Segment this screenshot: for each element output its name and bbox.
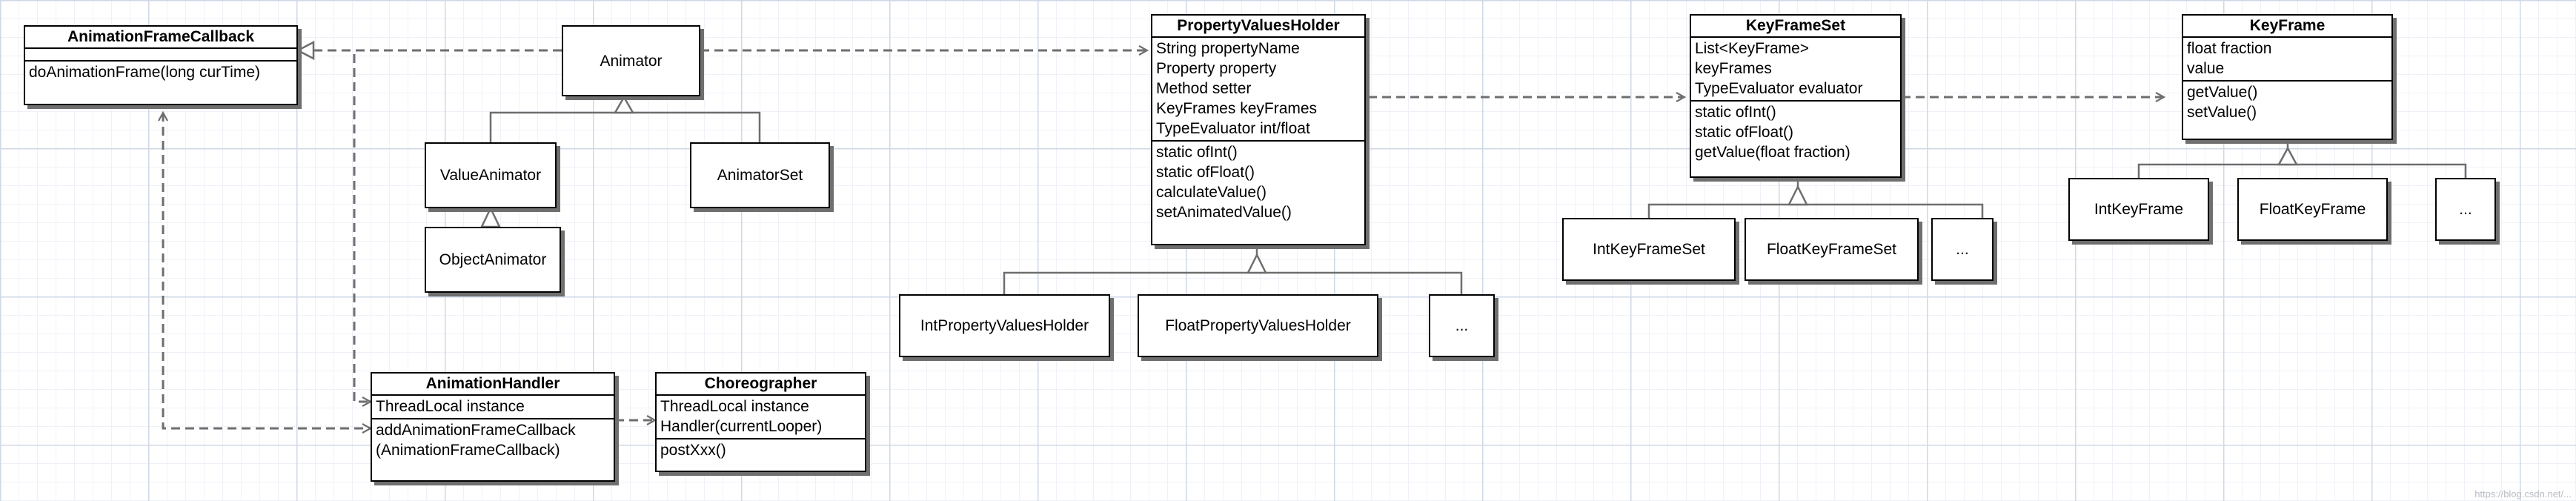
method-row: calculateValue() <box>1156 184 1267 201</box>
class-fields: List<KeyFrame> keyFrames TypeEvaluator e… <box>1691 38 1900 100</box>
class-animation-frame-callback[interactable]: AnimationFrameCallback doAnimationFrame(… <box>24 25 298 105</box>
method-row: getValue() <box>2187 84 2258 101</box>
watermark: https://blog.csdn.net/... <box>2474 488 2572 500</box>
box-label: FloatKeyFrameSet <box>1766 241 1897 258</box>
box-label: IntKeyFrame <box>2094 201 2184 218</box>
field-row: Handler(currentLooper) <box>660 418 823 435</box>
method-row: static ofFloat() <box>1695 124 1794 141</box>
box-label: FloatKeyFrame <box>2259 201 2366 218</box>
class-methods: static ofInt() static ofFloat() getValue… <box>1691 100 1900 164</box>
class-int-key-frame-set[interactable]: IntKeyFrameSet <box>1562 218 1736 281</box>
class-kf-more[interactable]: ... <box>2435 178 2496 241</box>
field-row: TypeEvaluator int/float <box>1156 120 1310 137</box>
class-value-animator[interactable]: ValueAnimator <box>425 142 557 208</box>
box-label: Animator <box>600 52 663 70</box>
class-fields <box>25 49 296 60</box>
field-row: Method setter <box>1156 80 1252 97</box>
class-animator-set[interactable]: AnimatorSet <box>690 142 830 208</box>
class-methods: getValue() setValue() <box>2183 80 2391 124</box>
box-label: ... <box>1455 317 1469 334</box>
field-row: List<KeyFrame> <box>1695 40 1810 57</box>
class-float-key-frame[interactable]: FloatKeyFrame <box>2237 178 2388 241</box>
class-fields: ThreadLocal instance Handler(currentLoop… <box>657 396 865 438</box>
box-label: IntPropertyValuesHolder <box>920 317 1089 334</box>
class-methods: addAnimationFrameCallback (AnimationFram… <box>372 418 614 462</box>
class-key-frame-set[interactable]: KeyFrameSet List<KeyFrame> keyFrames Typ… <box>1690 14 1902 178</box>
edge-animator-tree-bar <box>489 111 761 142</box>
method-row: getValue(float fraction) <box>1695 144 1850 161</box>
edge-pvh-tree-bar <box>1003 271 1463 294</box>
class-title: AnimationFrameCallback <box>25 27 296 49</box>
edge-kf-tree-bar <box>2137 163 2467 178</box>
class-int-key-frame[interactable]: IntKeyFrame <box>2068 178 2209 241</box>
method-row: static ofFloat() <box>1156 164 1255 181</box>
field-row: value <box>2187 60 2225 77</box>
class-fields: String propertyName Property property Me… <box>1152 38 1364 140</box>
field-row: ThreadLocal instance <box>376 398 525 415</box>
box-label: ... <box>2459 201 2472 218</box>
box-label: ObjectAnimator <box>439 251 547 268</box>
class-methods: doAnimationFrame(long curTime) <box>25 60 296 84</box>
class-float-property-values-holder[interactable]: FloatPropertyValuesHolder <box>1138 294 1378 357</box>
box-label: FloatPropertyValuesHolder <box>1165 317 1351 334</box>
generalization-arrowhead-kfs <box>1787 185 1809 206</box>
class-title: AnimationHandler <box>372 374 614 396</box>
method-row: static ofInt() <box>1156 144 1238 161</box>
class-animator[interactable]: Animator <box>562 25 700 96</box>
box-label: ... <box>1956 241 1969 258</box>
method-row: doAnimationFrame(long curTime) <box>29 64 260 81</box>
class-title: KeyFrameSet <box>1691 16 1900 38</box>
method-row: static ofInt() <box>1695 104 1776 121</box>
edge-callback-handler-association <box>163 113 371 428</box>
class-object-animator[interactable]: ObjectAnimator <box>425 227 561 293</box>
realization-arrowhead <box>296 40 315 61</box>
field-row: TypeEvaluator evaluator <box>1695 80 1863 97</box>
method-row: postXxx() <box>660 442 726 459</box>
field-row: KeyFrames keyFrames <box>1156 100 1318 117</box>
generalization-arrowhead-value-animator <box>480 206 501 228</box>
generalization-arrowhead-animator <box>613 95 635 114</box>
box-label: IntKeyFrameSet <box>1593 241 1705 258</box>
method-row: setValue() <box>2187 104 2257 121</box>
field-row: ThreadLocal instance <box>660 398 809 415</box>
generalization-arrowhead-kf <box>2277 146 2299 166</box>
class-choreographer[interactable]: Choreographer ThreadLocal instance Handl… <box>655 372 866 472</box>
edge-kfs-tree-bar <box>1647 203 1984 218</box>
class-property-values-holder[interactable]: PropertyValuesHolder String propertyName… <box>1151 14 1366 245</box>
field-row: String propertyName <box>1156 40 1300 57</box>
box-label: AnimatorSet <box>717 167 803 184</box>
class-fields: float fraction value <box>2183 38 2391 80</box>
generalization-arrowhead-pvh <box>1246 253 1268 274</box>
field-row: Property property <box>1156 60 1277 77</box>
class-pvh-more[interactable]: ... <box>1429 294 1495 357</box>
class-title: Choreographer <box>657 374 865 396</box>
class-key-frame[interactable]: KeyFrame float fraction value getValue()… <box>2182 14 2393 140</box>
class-int-property-values-holder[interactable]: IntPropertyValuesHolder <box>899 294 1110 357</box>
method-row: (AnimationFrameCallback) <box>376 442 560 459</box>
method-row: addAnimationFrameCallback <box>376 422 576 439</box>
method-row: setAnimatedValue() <box>1156 204 1292 221</box>
box-label: ValueAnimator <box>439 167 542 184</box>
class-methods: static ofInt() static ofFloat() calculat… <box>1152 140 1364 224</box>
class-title: KeyFrame <box>2183 16 2391 38</box>
class-methods: postXxx() <box>657 438 865 462</box>
class-kfs-more[interactable]: ... <box>1931 218 1994 281</box>
edge-animator-to-handler <box>353 49 562 402</box>
class-title: PropertyValuesHolder <box>1152 16 1364 38</box>
class-float-key-frame-set[interactable]: FloatKeyFrameSet <box>1745 218 1919 281</box>
field-row: float fraction <box>2187 40 2272 57</box>
field-row: keyFrames <box>1695 60 1772 77</box>
class-animation-handler[interactable]: AnimationHandler ThreadLocal instance ad… <box>371 372 615 482</box>
class-fields: ThreadLocal instance <box>372 396 614 418</box>
